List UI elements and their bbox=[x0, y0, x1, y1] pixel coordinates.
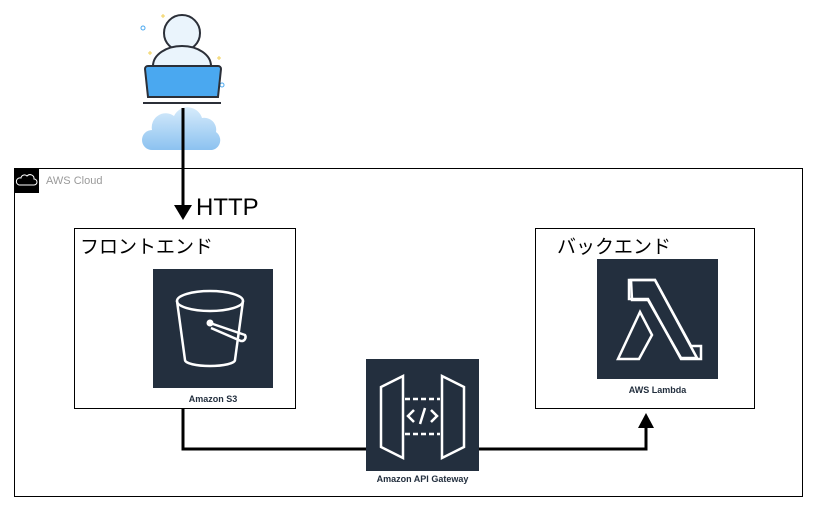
aws-cloud-group bbox=[14, 168, 803, 497]
aws-cloud-icon bbox=[14, 168, 39, 193]
s3-to-gateway-connector bbox=[181, 408, 366, 451]
frontend-title: フロントエンド bbox=[80, 237, 214, 258]
api-gateway-label: Amazon API Gateway bbox=[376, 474, 469, 484]
backend-title: バックエンド bbox=[557, 237, 672, 258]
lambda-icon[interactable] bbox=[597, 259, 718, 379]
lambda-arrowhead bbox=[638, 413, 654, 428]
http-arrowhead bbox=[174, 205, 192, 220]
api-gateway-icon[interactable] bbox=[366, 359, 479, 471]
aws-cloud-label: AWS Cloud bbox=[46, 175, 103, 187]
s3-bucket-icon[interactable] bbox=[153, 269, 273, 388]
http-label: HTTP bbox=[196, 194, 259, 221]
s3-label: Amazon S3 bbox=[188, 394, 238, 404]
gateway-to-lambda-connector bbox=[479, 425, 648, 451]
lambda-label: AWS Lambda bbox=[628, 385, 687, 395]
